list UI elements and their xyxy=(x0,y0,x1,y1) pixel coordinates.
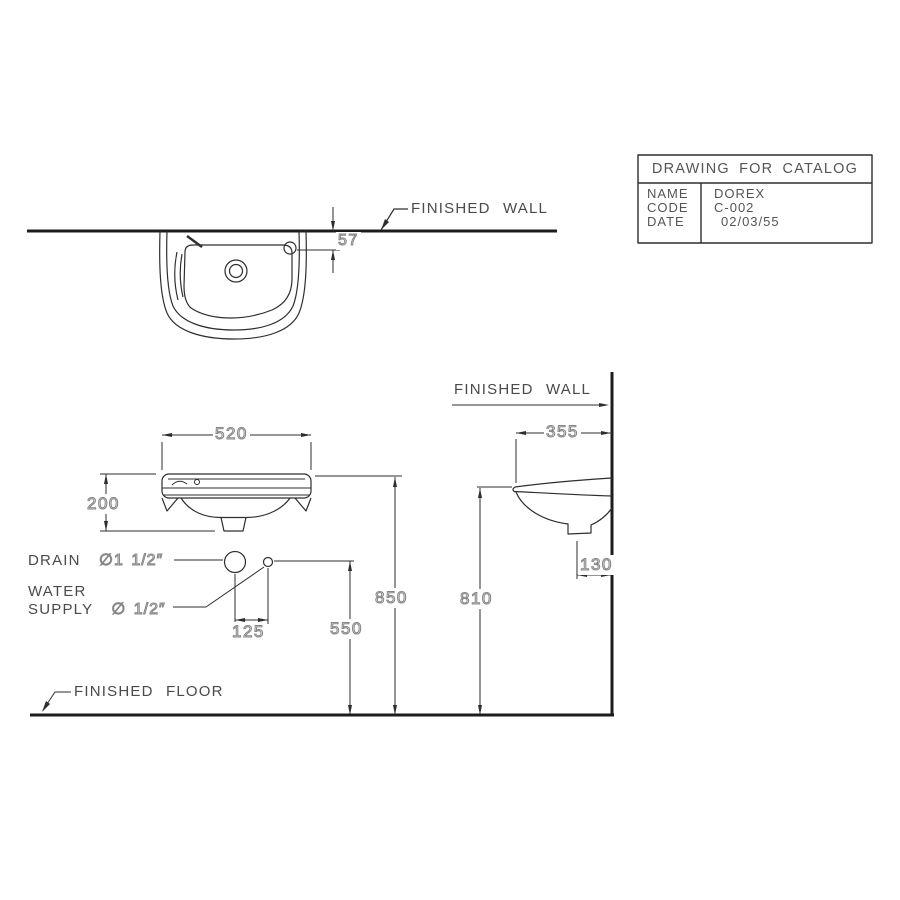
finished-floor-leader xyxy=(42,691,71,711)
bracket-right xyxy=(294,497,312,512)
finished-wall-label-top: FINISHED WALL xyxy=(411,200,549,217)
bowl-front xyxy=(180,497,291,519)
water-supply-label-text: SUPPLY xyxy=(28,601,94,618)
rim-detail-curve xyxy=(171,480,188,486)
dim-hole-spacing: 125 xyxy=(230,621,267,642)
drain-hole-front xyxy=(223,550,247,574)
rim-inner-lines xyxy=(162,478,311,496)
water-supply-label-line1: WATER xyxy=(28,583,87,600)
drain-stub-front xyxy=(220,517,247,532)
leader-arrow xyxy=(381,219,389,230)
profile-bowl xyxy=(515,491,613,535)
dim-drain-to-wall: 130 xyxy=(578,554,615,575)
drain-size: ∅1 1/2″ xyxy=(98,551,165,570)
water-supply-label-line2: SUPPLY ∅ 1/2″ xyxy=(28,599,167,619)
dim-tap-hole-to-wall: 57 xyxy=(336,231,361,250)
drain-label: DRAIN ∅1 1/2″ xyxy=(28,550,165,570)
title-row-code-value: C-002 xyxy=(714,200,755,215)
side-view xyxy=(452,372,614,716)
title-row-date-value: 02/03/55 xyxy=(721,214,780,229)
bracket-left xyxy=(161,497,179,512)
drain-hole-inner xyxy=(228,263,244,279)
water-supply-leader xyxy=(173,566,265,608)
rim-corner-detail xyxy=(186,235,203,248)
floor xyxy=(30,691,614,717)
rim-band xyxy=(161,473,312,499)
basin-outer-outline xyxy=(159,230,307,340)
dim-rim-height: 850 xyxy=(373,587,410,608)
title-block-frame xyxy=(637,154,873,244)
profile-tip xyxy=(512,486,516,493)
top-view xyxy=(27,207,557,340)
title-row-name-value: DOREX xyxy=(714,186,766,201)
front-view xyxy=(100,433,402,715)
basin-bowl-outline xyxy=(183,244,293,319)
tap-hole xyxy=(283,241,297,255)
profile-rim-top xyxy=(514,477,613,488)
dim-front-edge-height: 810 xyxy=(458,588,495,609)
profile-rim-bottom xyxy=(514,490,613,497)
water-supply-hole xyxy=(262,556,274,568)
dim-supply-height: 550 xyxy=(328,618,365,639)
drain-hole-outer xyxy=(224,259,248,283)
rim-detail-hole xyxy=(194,479,200,485)
finished-wall-label-side: FINISHED WALL xyxy=(454,381,592,398)
finished-floor-label: FINISHED FLOOR xyxy=(74,683,224,700)
title-row-date-label: DATE xyxy=(647,214,685,229)
dim-basin-depth: 355 xyxy=(544,421,581,442)
bowl-side-channel xyxy=(174,251,184,301)
dim-basin-width: 520 xyxy=(213,423,250,444)
title-row-code-label: CODE xyxy=(647,200,689,215)
basin-rim-outline xyxy=(166,230,300,331)
title-block-header: DRAWING FOR CATALOG xyxy=(651,161,859,177)
water-supply-size: ∅ 1/2″ xyxy=(110,600,167,619)
dim-basin-height: 200 xyxy=(85,493,122,514)
title-row-name-label: NAME xyxy=(647,186,689,201)
drain-label-text: DRAIN xyxy=(28,552,81,569)
